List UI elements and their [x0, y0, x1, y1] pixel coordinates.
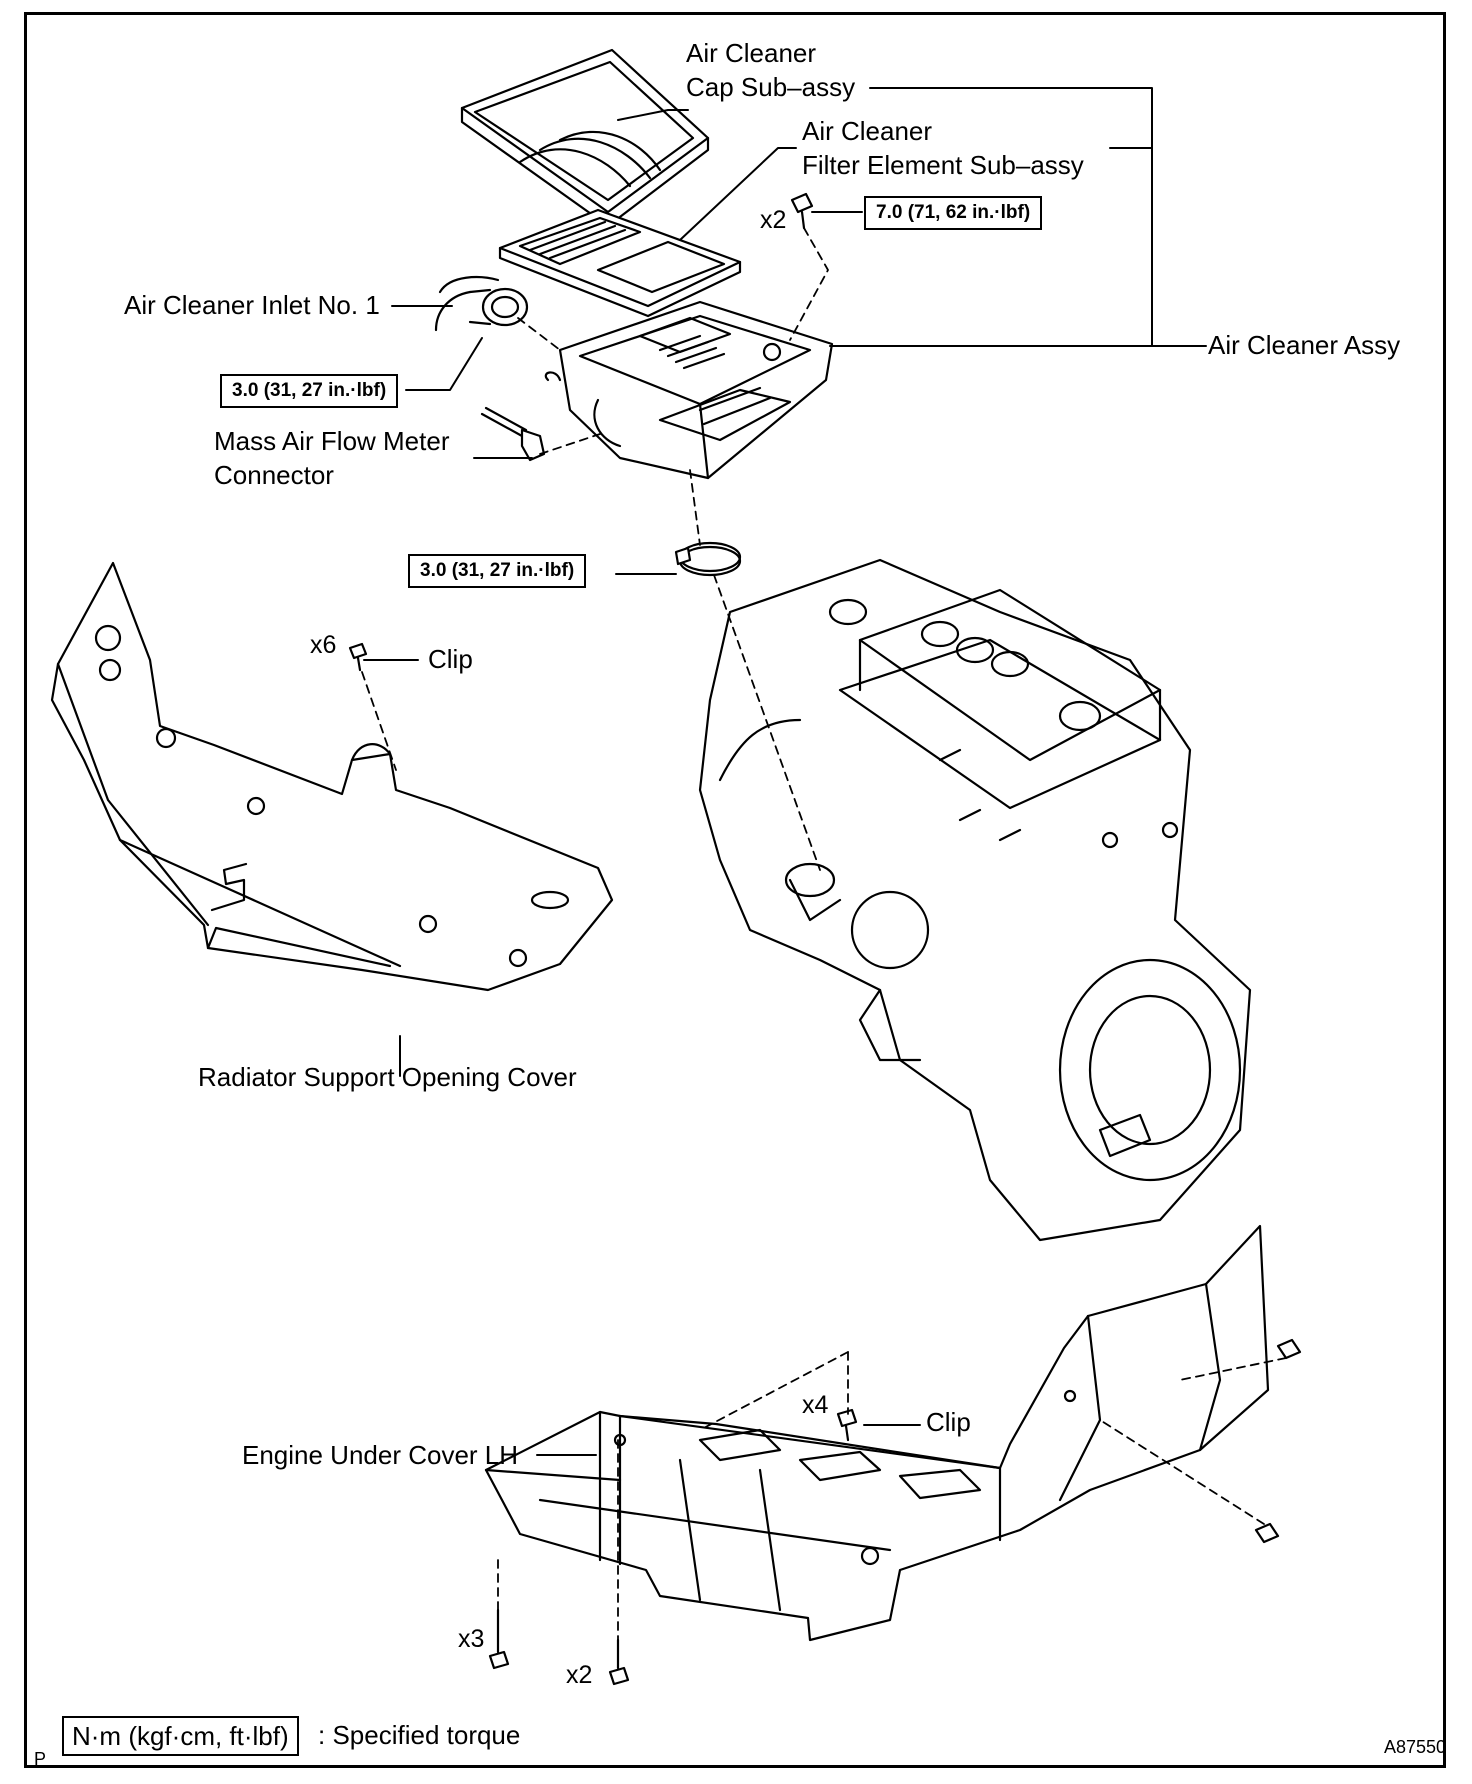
corner-letter: P [34, 1749, 47, 1769]
maf-connector-label-line2: Connector [214, 460, 334, 490]
radiator-cover-drawing [50, 561, 614, 992]
upper-clip-drawing [348, 642, 368, 672]
leader-lines [363, 87, 1207, 1456]
assy-bolt-count: x2 [760, 206, 787, 234]
filter-element-drawing [498, 208, 742, 318]
maf-connector-label: Mass Air Flow Meter Connector [214, 424, 450, 492]
under-bolts-count-a: x3 [458, 1625, 485, 1653]
maf-connector-drawing [480, 406, 546, 462]
air-cleaner-cap-label-line1: Air Cleaner [686, 38, 817, 68]
hose-clamp-drawing [674, 541, 742, 577]
inlet-clamp-torque-box: 3.0 (31, 27 in.·lbf) [220, 374, 399, 408]
air-cleaner-cap-label: Air Cleaner Cap Sub–assy [686, 36, 855, 104]
under-cover-fasteners-drawing [488, 1338, 1302, 1686]
lower-clip-label: Clip [926, 1407, 971, 1437]
radiator-cover-label: Radiator Support Opening Cover [198, 1062, 577, 1092]
air-cleaner-inlet-label: Air Cleaner Inlet No. 1 [124, 290, 380, 320]
air-cleaner-inlet-drawing [434, 276, 529, 332]
air-cleaner-case-drawing [544, 300, 834, 480]
assy-bolt-drawing [790, 192, 814, 230]
lower-clip-count: x4 [802, 1391, 829, 1419]
air-cleaner-filter-label-line2: Filter Element Sub–assy [802, 150, 1084, 180]
hose-clamp-torque-box: 3.0 (31, 27 in.·lbf) [408, 554, 587, 588]
diagram-frame [24, 12, 1446, 1768]
legend-torque-box: N·m (kgf·cm, ft·lbf) [62, 1716, 299, 1756]
figure-code: A87550 [1384, 1737, 1447, 1757]
air-cleaner-assy-label: Air Cleaner Assy [1208, 330, 1401, 360]
upper-clip-label: Clip [428, 644, 473, 674]
under-bolts-count-b: x2 [566, 1661, 593, 1689]
air-cleaner-cap-drawing [460, 48, 710, 228]
air-cleaner-filter-label: Air Cleaner Filter Element Sub–assy [802, 114, 1084, 182]
maf-connector-label-line1: Mass Air Flow Meter [214, 426, 450, 456]
air-cleaner-cap-label-line2: Cap Sub–assy [686, 72, 856, 102]
upper-clip-count: x6 [310, 631, 337, 659]
under-cover-label: Engine Under Cover LH [242, 1440, 519, 1470]
air-cleaner-filter-label-line1: Air Cleaner [802, 116, 933, 146]
assembly-dashed-lines [361, 227, 1287, 1641]
assy-bolt-torque-box: 7.0 (71, 62 in.·lbf) [864, 196, 1043, 230]
legend-text: : Specified torque [318, 1720, 521, 1750]
under-cover-drawing [484, 1224, 1270, 1642]
engine-drawing [698, 558, 1252, 1242]
